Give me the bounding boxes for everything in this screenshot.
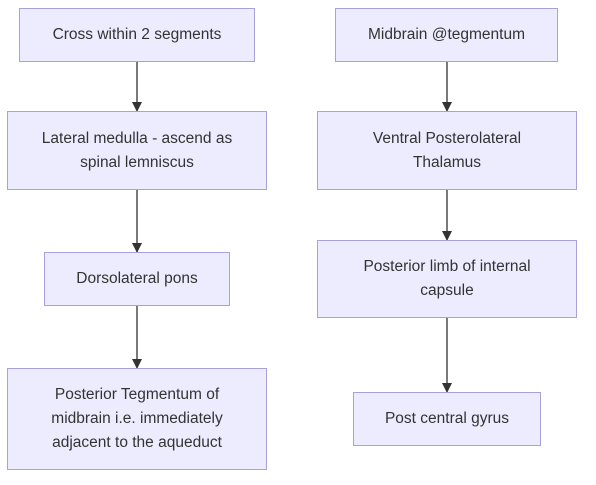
node-posterior-limb-internal-capsule: Posterior limb of internal capsule [317,240,577,318]
node-lateral-medulla: Lateral medulla - ascend as spinal lemni… [7,111,267,190]
node-label: Ventral Posterolateral Thalamus [372,129,522,171]
node-label: Lateral medulla - ascend as spinal lemni… [41,129,233,171]
node-label: Cross within 2 segments [52,26,222,43]
node-ventral-posterolateral-thalamus: Ventral Posterolateral Thalamus [317,111,577,190]
node-label: Posterior Tegmentum of midbrain i.e. imm… [51,386,223,451]
node-dorsolateral-pons: Dorsolateral pons [44,252,230,306]
node-label: Post central gyrus [384,410,510,427]
node-midbrain-tegmentum: Midbrain @tegmentum [335,8,558,62]
node-cross-within-2-segments: Cross within 2 segments [19,8,255,62]
node-post-central-gyrus: Post central gyrus [353,392,541,446]
node-label: Dorsolateral pons [76,270,198,287]
node-label: Midbrain @tegmentum [367,26,526,43]
node-posterior-tegmentum: Posterior Tegmentum of midbrain i.e. imm… [7,368,267,470]
node-label: Posterior limb of internal capsule [363,258,531,299]
